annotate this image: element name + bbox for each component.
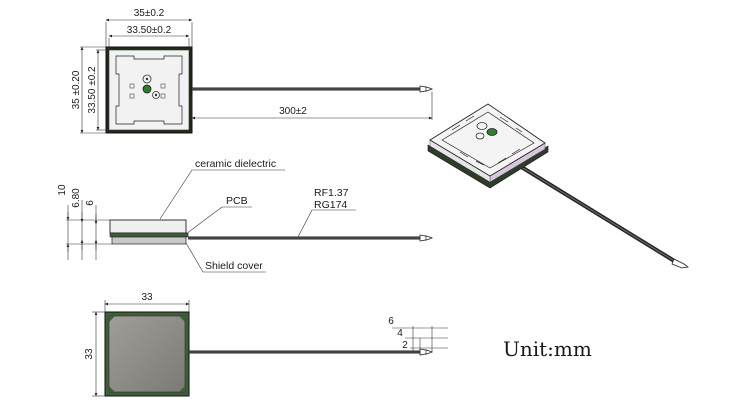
top-height-outer: 35 ±0.20 bbox=[71, 70, 82, 109]
conn-dim-2: 4 bbox=[397, 328, 403, 339]
bottom-height: 33 bbox=[84, 348, 95, 360]
side-height-mid: 6.80 bbox=[71, 188, 82, 208]
side-pcb bbox=[109, 232, 189, 238]
top-height-inner: 33.50 ±0.2 bbox=[87, 66, 98, 114]
iso-antenna-top bbox=[429, 103, 546, 177]
label-cable-type-1: RF1.37 bbox=[314, 187, 349, 199]
label-cable-type-2: RG174 bbox=[314, 199, 347, 211]
side-ceramic bbox=[109, 219, 187, 234]
top-width-inner: 33.50±0.2 bbox=[127, 25, 172, 36]
isometric-view bbox=[427, 103, 689, 269]
bottom-width: 33 bbox=[141, 292, 153, 303]
bottom-view: 33 33 6 4 2 bbox=[84, 292, 448, 397]
label-ceramic: ceramic dielectric bbox=[195, 158, 276, 170]
side-shield bbox=[111, 236, 187, 245]
conn-dim-3: 2 bbox=[402, 340, 408, 351]
side-height-low: 6 bbox=[85, 200, 96, 206]
top-view: 35±0.2 33.50±0.2 35 ±0.20 33.50 ±0.2 300… bbox=[71, 8, 434, 134]
side-view: 10 6.80 6 ceramic dielectric PCB RF1.37 … bbox=[57, 158, 434, 273]
conn-dim-1: 6 bbox=[388, 316, 394, 327]
cable-length: 300±2 bbox=[279, 106, 307, 117]
label-pcb: PCB bbox=[226, 195, 248, 207]
top-width-outer: 35±0.2 bbox=[134, 8, 165, 19]
feed-point-icon bbox=[142, 74, 152, 84]
unit-label: Unit:mm bbox=[503, 337, 592, 361]
label-shield: Shield cover bbox=[205, 260, 263, 272]
side-height-total: 10 bbox=[57, 184, 68, 196]
